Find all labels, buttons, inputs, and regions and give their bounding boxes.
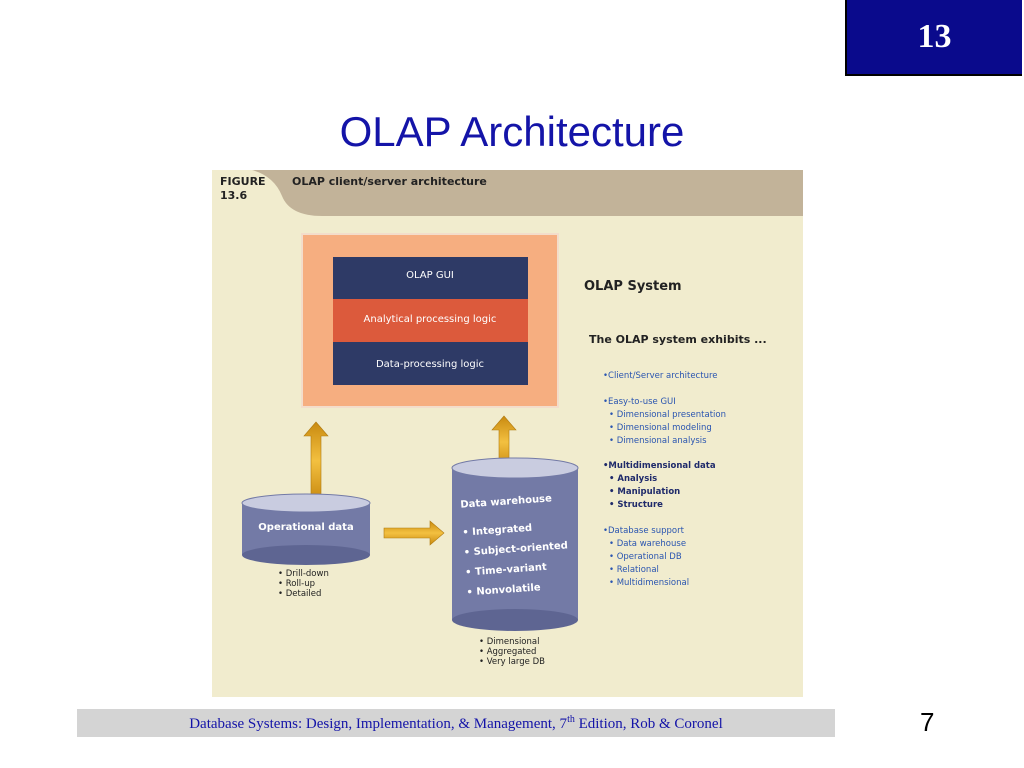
warehouse-feature-1: • Integrated: [462, 523, 532, 539]
olap-gui-label: OLAP GUI: [406, 270, 454, 281]
warehouse-feature-4: • Nonvolatile: [466, 582, 541, 598]
db-item-1: • Data warehouse: [609, 539, 686, 549]
figure-caption: OLAP client/server architecture: [292, 175, 487, 188]
group-multidimensional: •Multidimensional data: [603, 461, 716, 471]
operational-bullet-2: • Roll-up: [278, 579, 315, 589]
olap-architecture-figure: FIGURE 13.6 OLAP client/server architect…: [212, 170, 803, 697]
figure-label-line2: 13.6: [220, 189, 247, 202]
olap-system-heading: OLAP System: [584, 279, 682, 294]
page-number: 7: [920, 707, 935, 737]
footer-text-main: Database Systems: Design, Implementation…: [189, 716, 568, 732]
olap-gui-layer: [333, 257, 528, 299]
operational-data-label: Operational data: [258, 522, 353, 533]
analytical-logic-label: Analytical processing logic: [364, 314, 497, 325]
db-item-3: • Relational: [609, 565, 659, 575]
analytical-logic-layer: [333, 299, 528, 342]
gui-item-3: • Dimensional analysis: [609, 436, 707, 446]
db-item-2: • Operational DB: [609, 552, 682, 562]
group-easy-gui: •Easy-to-use GUI: [603, 397, 676, 407]
md-item-2: • Manipulation: [609, 487, 680, 497]
chapter-number: 13: [917, 18, 952, 55]
operational-bullet-1: • Drill-down: [278, 569, 329, 579]
data-processing-layer: [333, 342, 528, 385]
footer-citation: Database Systems: Design, Implementation…: [77, 714, 835, 733]
md-item-3: • Structure: [609, 500, 663, 510]
slide-title: OLAP Architecture: [339, 108, 685, 155]
footer-superscript: th: [567, 714, 575, 725]
gui-item-1: • Dimensional presentation: [609, 410, 726, 420]
md-item-1: • Analysis: [609, 474, 657, 484]
db-item-4: • Multidimensional: [609, 578, 689, 588]
group-client-server: •Client/Server architecture: [603, 371, 718, 381]
chapter-number-box: 13: [845, 0, 1022, 76]
operational-bullet-3: • Detailed: [278, 589, 321, 599]
olap-system-subheading: The OLAP system exhibits ...: [589, 333, 767, 346]
figure-label-line1: FIGURE: [220, 175, 266, 188]
data-processing-label: Data-processing logic: [376, 359, 484, 370]
gui-item-2: • Dimensional modeling: [609, 423, 712, 433]
warehouse-bullet-1: • Dimensional: [479, 637, 539, 647]
operational-data-cylinder: [241, 493, 371, 565]
warehouse-bullet-2: • Aggregated: [479, 647, 536, 657]
footer-text-end: Edition, Rob & Coronel: [574, 716, 723, 732]
data-warehouse-cylinder: [451, 457, 579, 631]
figure-header-band: [212, 170, 803, 216]
group-database-support: •Database support: [603, 526, 685, 536]
warehouse-bullet-3: • Very large DB: [479, 657, 545, 667]
footer-bar: Database Systems: Design, Implementation…: [77, 709, 835, 737]
right-arrow-operational-to-warehouse: [383, 520, 445, 546]
